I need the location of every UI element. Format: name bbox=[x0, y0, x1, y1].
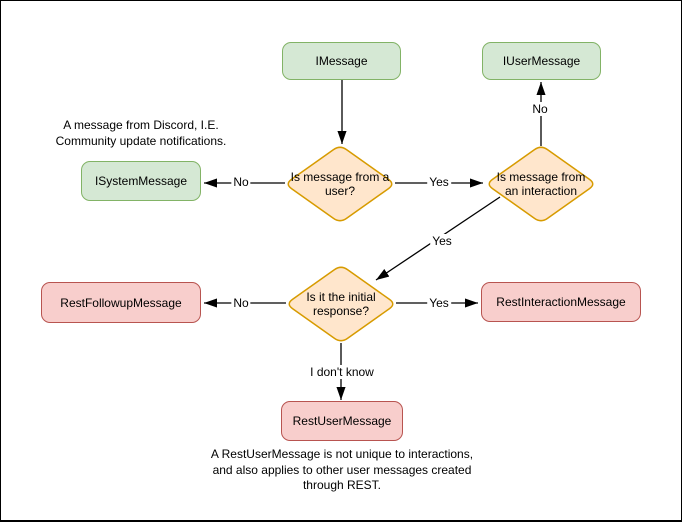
node-restinteractionmessage-label: RestInteractionMessage bbox=[496, 295, 626, 309]
node-isystemmessage-label: ISystemMessage bbox=[94, 174, 188, 188]
decision-is-message-from-user-label: Is message from a user? bbox=[290, 170, 390, 198]
edge-label-initial-yes: Yes bbox=[427, 296, 451, 310]
node-iusermessage-label: IUserMessage bbox=[502, 54, 581, 68]
annotation-line: and also applies to other user messages … bbox=[212, 462, 472, 477]
edge-label-interaction-no: No bbox=[530, 102, 550, 116]
diamond-shape bbox=[288, 266, 394, 342]
annotation-line: A message from Discord, I.E. bbox=[63, 118, 219, 132]
annotation-systemmessage-note: A message from Discord, I.E. Community u… bbox=[36, 118, 246, 149]
decision-is-initial-response-label: Is it the initial response? bbox=[306, 290, 376, 318]
node-restinteractionmessage: RestInteractionMessage bbox=[481, 282, 641, 322]
annotation-restusermessage-note: A RestUserMessage is not unique to inter… bbox=[172, 447, 512, 494]
edge-label-user-no: No bbox=[231, 175, 251, 189]
node-restfollowupmessage: RestFollowupMessage bbox=[41, 282, 201, 323]
node-restusermessage: RestUserMessage bbox=[281, 401, 403, 441]
node-iusermessage: IUserMessage bbox=[482, 42, 601, 80]
edge-label-initial-unknown: I don't know bbox=[308, 365, 376, 379]
decision-is-message-from-interaction-label: Is message from an interaction bbox=[496, 170, 586, 198]
decision-is-message-from-user: Is message from a user? bbox=[285, 145, 395, 223]
decision-is-initial-response: Is it the initial response? bbox=[286, 265, 396, 343]
annotation-line: Community update notifications. bbox=[55, 133, 227, 148]
annotation-line: through REST. bbox=[302, 478, 382, 492]
edge-label-user-yes: Yes bbox=[427, 175, 451, 189]
edge-label-interaction-yes: Yes bbox=[430, 234, 454, 248]
edge-label-initial-no: No bbox=[231, 296, 251, 310]
node-restusermessage-label: RestUserMessage bbox=[292, 414, 392, 428]
diamond-shape bbox=[287, 146, 393, 222]
node-imessage-label: IMessage bbox=[315, 54, 368, 68]
decision-is-message-from-interaction: Is message from an interaction bbox=[486, 145, 596, 223]
diamond-shape bbox=[488, 146, 594, 222]
node-imessage: IMessage bbox=[282, 42, 401, 80]
node-restfollowupmessage-label: RestFollowupMessage bbox=[60, 295, 182, 310]
node-isystemmessage: ISystemMessage bbox=[81, 161, 201, 201]
annotation-line: A RestUserMessage is not unique to inter… bbox=[210, 447, 474, 461]
